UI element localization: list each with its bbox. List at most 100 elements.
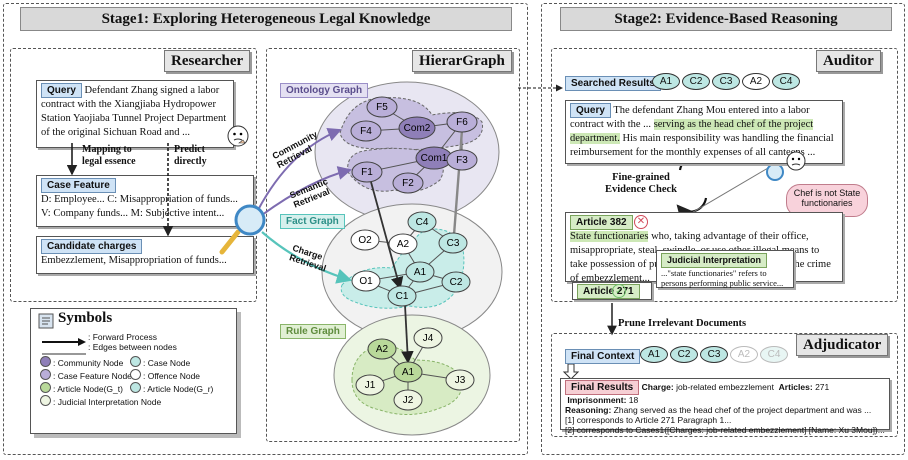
judicial-tag: Judicial Interpretation [661, 253, 768, 268]
node-f1 [351, 161, 383, 183]
node-com2-label: Com2 [404, 123, 431, 134]
charge-retrieval-arrow [261, 231, 353, 284]
node-c4-label: C4 [416, 217, 429, 228]
reject-icon: ✕ [634, 215, 648, 229]
symbol-forward: : Forward Process [88, 332, 157, 342]
symbol-case: : Case Node [130, 356, 190, 369]
auditor-thinking-face-icon [785, 150, 807, 172]
magnifier-icon [219, 204, 266, 255]
searched-item-a2: A2 [742, 73, 770, 90]
adjudicator-frame [551, 333, 898, 437]
symbol-article-r: : Article Node(G_r) [130, 382, 213, 395]
stage1-title: Stage1: Exploring Heterogeneous Legal Kn… [20, 7, 512, 31]
article382-tag: Article 382 [570, 215, 633, 230]
node-f6 [446, 111, 478, 133]
article271-tag: Article 271 [577, 284, 640, 299]
node-o1-label: O1 [359, 276, 373, 287]
researcher-frame [10, 48, 257, 302]
stage1-frame [3, 3, 528, 455]
symbols-title: Symbols [58, 310, 113, 326]
final-results-tag: Final Results [565, 380, 640, 395]
fine-grained-label: Fine-grained Evidence Check [604, 172, 678, 195]
judicial-box: Judicial Interpretation ..."state functi… [656, 250, 794, 288]
prune-label: Prune Irrelevant Documents [618, 318, 747, 329]
node-c2-label: C2 [450, 277, 463, 288]
stage2-frame [541, 3, 905, 455]
offence-node-icon [130, 369, 141, 380]
searched-results-row: Searched Results [565, 73, 661, 91]
candidate-text: Embezzlement, Misappropriation of funds.… [41, 255, 227, 266]
node-f4 [350, 120, 382, 142]
symbol-community: : Community Node [40, 356, 123, 369]
researcher-query-box: Query Defendant Zhang signed a labor con… [36, 80, 234, 148]
candidate-charges-box: Candidate charges Embezzlement, Misappro… [36, 236, 254, 274]
node-j2-label: J2 [403, 395, 414, 406]
symbol-offence: : Offence Node [130, 369, 200, 382]
f6-to-c3-arrow [452, 129, 464, 236]
case-feature-line2: V: Company funds... M: Subjective intent… [41, 208, 225, 219]
ref1-text: [1] corresponds to Article 271 Paragraph… [565, 415, 732, 425]
final-results-box: Final Results Charge: job-related embezz… [560, 378, 890, 435]
node-j1-label: J1 [365, 380, 376, 391]
node-a2-rule [367, 338, 397, 360]
node-a2-fact [388, 233, 418, 255]
case-feature-line1: D: Employee... C: Misappropriation of fu… [41, 194, 238, 205]
auditor-query-box: Query The defendant Zhang Mou entered in… [565, 100, 843, 164]
hierargraph-title: HierarGraph [412, 50, 512, 72]
searched-item-c3: C3 [712, 73, 740, 90]
searched-item-a1: A1 [652, 73, 680, 90]
node-c3-label: C3 [447, 238, 460, 249]
node-j2 [393, 389, 423, 411]
judicial-text: ..."state functionaries" refers to perso… [661, 268, 784, 288]
ontology-nodes: F5 F4 Com2 F6 Com1 F1 F3 F2 [350, 96, 478, 194]
symbol-article-t: : Article Node(G_t) [40, 382, 123, 395]
hierargraph-frame [266, 48, 520, 442]
bubble-note: Chef is not State functionaries [786, 184, 868, 217]
node-j1 [355, 374, 385, 396]
mapping-label: Mapping to legal essence [82, 144, 136, 167]
ontology-graph-label: Ontology Graph [280, 80, 369, 98]
node-a2-rule-label: A2 [376, 344, 389, 355]
searched-results-tag: Searched Results [565, 76, 661, 91]
case-feature-node-icon [40, 369, 51, 380]
article382-highlight: State functionaries [570, 231, 649, 242]
node-o2-label: O2 [358, 235, 372, 246]
node-j3 [445, 369, 475, 391]
community-retrieval-arrow [257, 127, 342, 211]
article-t-node-icon [40, 382, 51, 393]
node-o1 [351, 270, 381, 292]
adjudicator-title: Adjudicator [796, 334, 889, 356]
imprisonment-value: 18 [628, 395, 639, 405]
node-c1 [387, 285, 417, 307]
final-item-a2: A2 [730, 346, 758, 363]
f1-to-c1-arrow [370, 181, 404, 290]
node-a1-rule-label: A1 [402, 367, 415, 378]
node-c4 [407, 211, 437, 233]
reasoning-text: Zhang served as the head chef of the pro… [613, 405, 872, 415]
node-f3-label: F3 [456, 155, 468, 166]
node-f2 [392, 172, 424, 194]
node-f5-label: F5 [376, 102, 388, 113]
node-c3 [438, 232, 468, 254]
auditor-title: Auditor [816, 50, 881, 72]
final-context-tag: Final Context [565, 349, 641, 364]
node-a1-rule [393, 361, 423, 383]
node-j3-label: J3 [455, 375, 466, 386]
node-f1-label: F1 [361, 167, 373, 178]
rule-graph-label: Rule Graph [280, 321, 346, 339]
node-a1-fact [405, 261, 435, 283]
fact-nodes: C4 O2 A2 C3 A1 O1 C2 C1 [350, 211, 471, 307]
node-a2-fact-label: A2 [397, 239, 410, 250]
charge-value: job-related embezzlement [676, 382, 774, 392]
researcher-query-text: Defendant Zhang signed a labor contract … [41, 85, 227, 138]
node-com1-label: Com1 [421, 153, 448, 164]
symbol-case-feature: : Case Feature Node [40, 369, 132, 382]
node-j4-label: J4 [423, 333, 434, 344]
final-item-c4: C4 [760, 346, 788, 363]
case-feature-box: Case Feature D: Employee... C: Misapprop… [36, 175, 254, 227]
semantic-retrieval-arrow [261, 166, 352, 216]
fact-graph-label: Fact Graph [280, 211, 345, 229]
judicial-node-icon [40, 395, 51, 406]
final-item-c2: C2 [670, 346, 698, 363]
accept-icon: ✓ [612, 284, 626, 298]
